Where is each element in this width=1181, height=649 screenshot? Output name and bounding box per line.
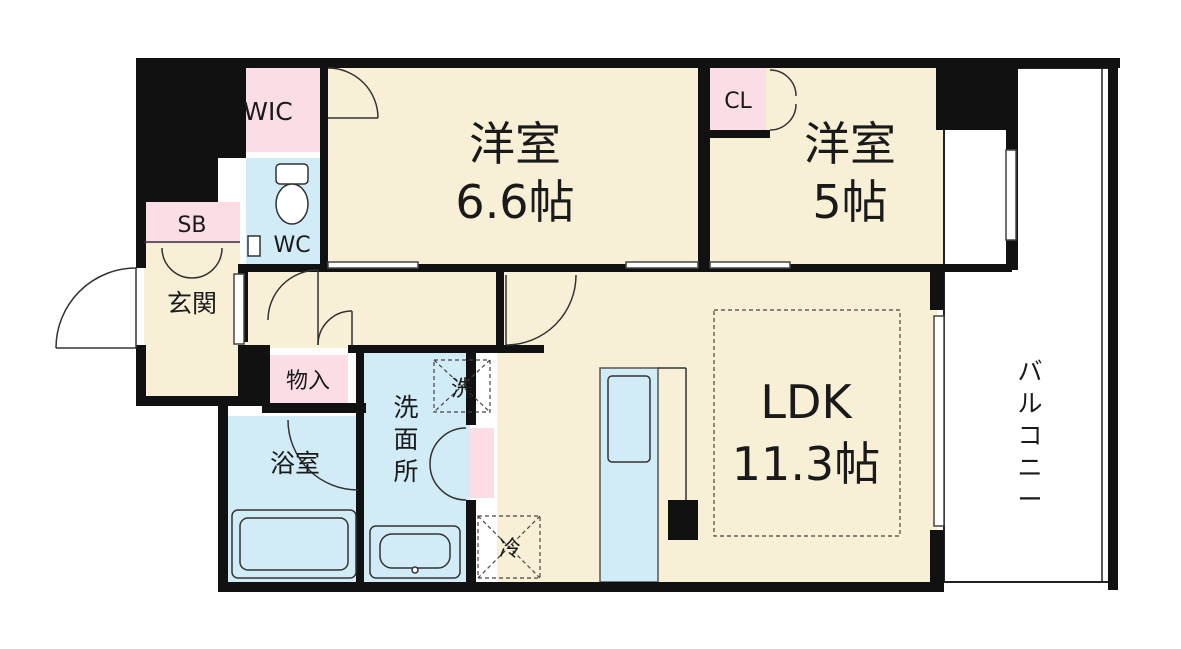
ldk-size: 11.3帖 xyxy=(732,437,880,491)
washroom-char-2: 面 xyxy=(393,425,418,454)
windows xyxy=(233,149,1017,527)
washroom-char-3: 所 xyxy=(393,457,418,486)
entrance-label: 玄関 xyxy=(167,289,217,318)
balcony-char-3: コ xyxy=(1017,421,1042,450)
wash-cabinet xyxy=(470,428,494,498)
washroom-char-1: 洗 xyxy=(393,393,418,422)
cl-room xyxy=(710,68,766,132)
wc-label: WC xyxy=(273,233,310,258)
sb-room xyxy=(144,202,240,244)
walls xyxy=(136,58,1120,592)
balcony-char-2: ル xyxy=(1017,389,1042,418)
western-small-name: 洋室 xyxy=(804,117,896,171)
fridge-label: 冷 xyxy=(499,537,521,562)
western-room-large xyxy=(322,68,700,268)
storage-label: 物入 xyxy=(286,369,330,394)
entrance-area xyxy=(144,242,240,397)
western-large-size: 6.6帖 xyxy=(455,175,574,229)
hallway xyxy=(240,270,500,348)
bathroom-label: 浴室 xyxy=(270,449,320,478)
balcony-char-4: ニ xyxy=(1017,453,1042,482)
sb-label: SB xyxy=(177,213,206,238)
appliance-spaces xyxy=(433,309,901,579)
balcony-area xyxy=(943,67,1115,583)
washer-label: 洗 xyxy=(451,377,473,402)
balcony-label: バ ル コ ニ ー xyxy=(1017,357,1042,514)
wic-label: WIC xyxy=(243,97,293,126)
ldk-room xyxy=(497,270,937,585)
ldk-name: LDK xyxy=(760,375,853,429)
balcony-char-5: ー xyxy=(1017,485,1042,514)
storage-room xyxy=(268,355,348,403)
western-large-name: 洋室 xyxy=(469,117,561,171)
balcony-char-1: バ xyxy=(1017,357,1042,386)
doors xyxy=(55,67,797,501)
fixtures xyxy=(144,163,687,579)
cl-label: CL xyxy=(724,89,752,114)
western-small-size: 5帖 xyxy=(812,175,887,229)
